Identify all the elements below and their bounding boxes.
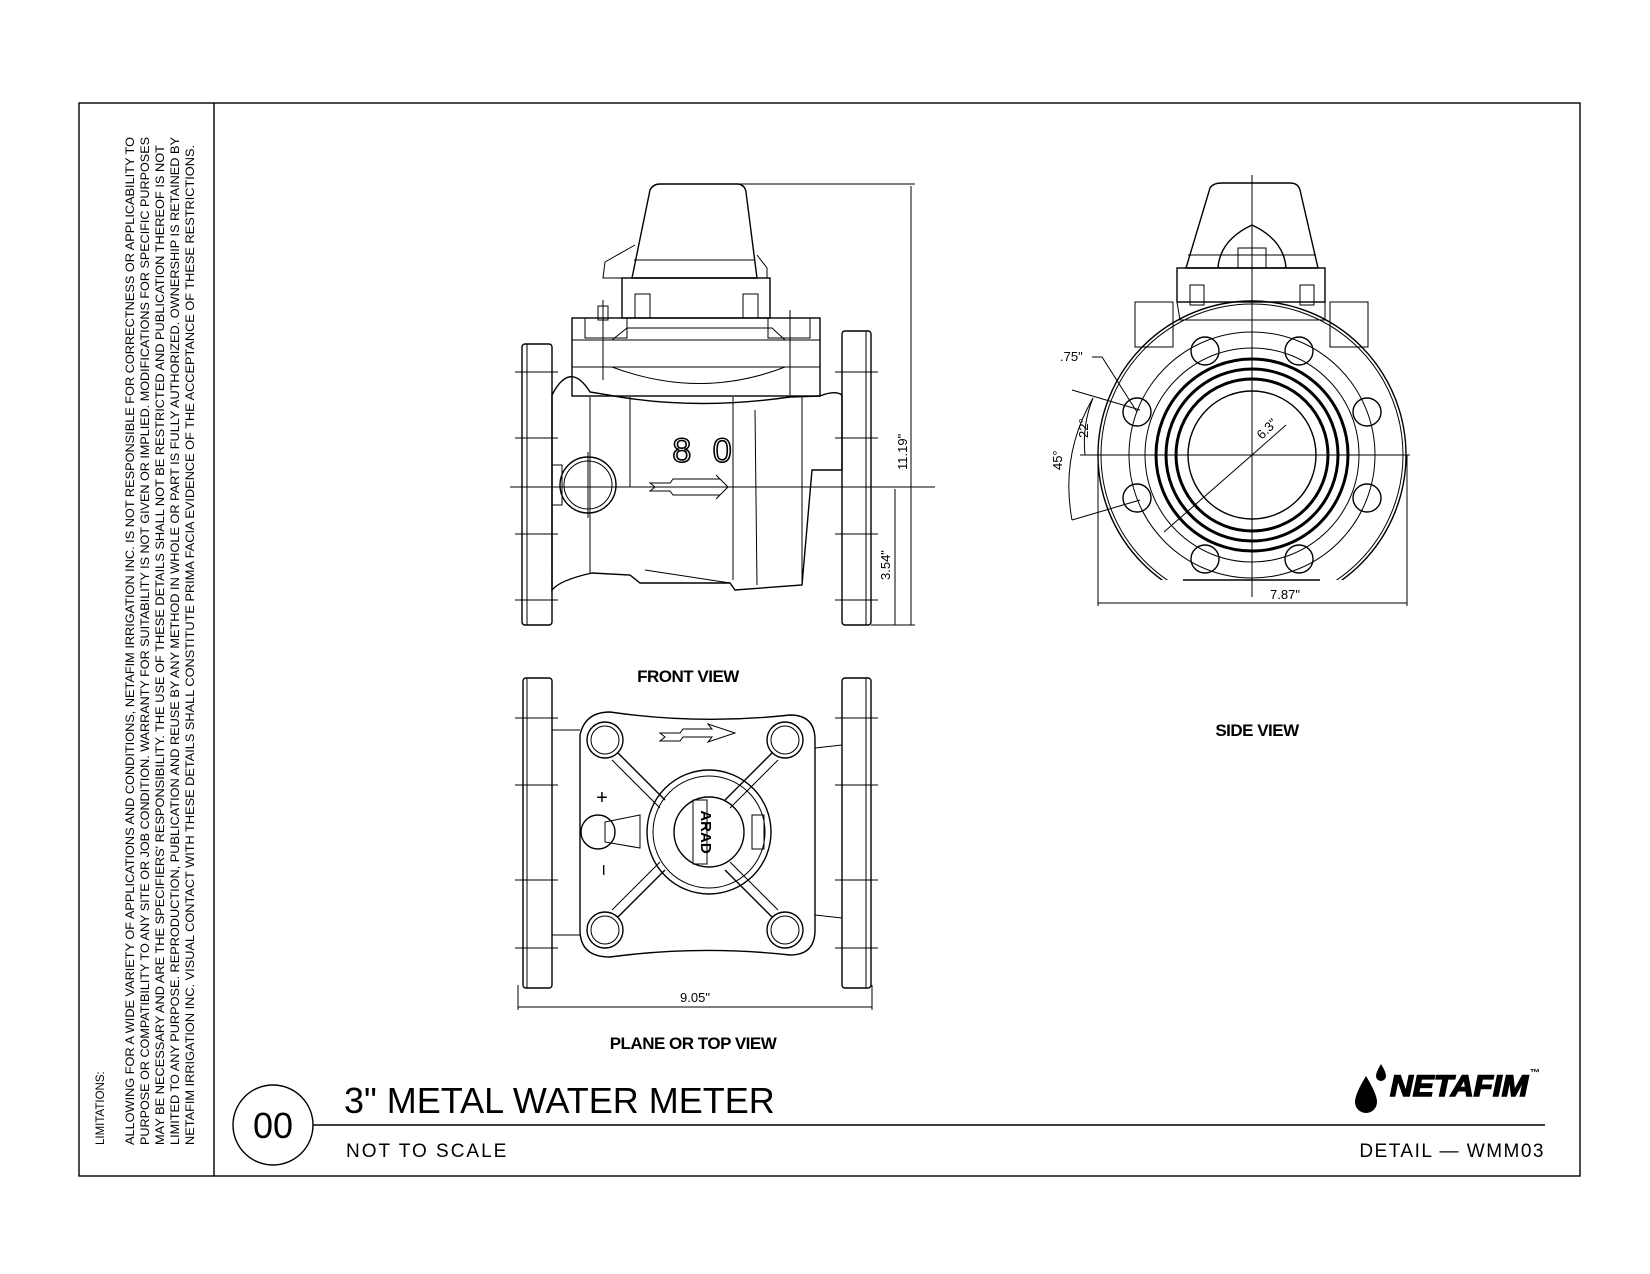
- dim-centerline-height: 3.54": [878, 550, 893, 580]
- dim-overall-length: 9.05": [680, 990, 710, 1005]
- dim-side-width: 7.87": [1270, 587, 1300, 602]
- plus-marking: +: [596, 787, 608, 809]
- logo-wordmark: NETAFIM: [1390, 1070, 1529, 1103]
- logo-trademark: ™: [1530, 1068, 1540, 1079]
- dim-bolt-hole: .75": [1060, 349, 1083, 364]
- top-view-label: PLANE OR TOP VIEW: [610, 1034, 778, 1053]
- limitations-line: PURPOSE OR COMPATIBILITY TO ANY SITE OR …: [140, 137, 152, 1145]
- dim-angle-45: 45°: [1050, 450, 1065, 470]
- limitations-line: MAY BE NECESSARY AND ARE THE SPECIFIERS'…: [155, 145, 167, 1145]
- top-view-drawing: [515, 677, 878, 1010]
- detail-reference: DETAIL — WMM03: [1359, 1141, 1545, 1162]
- dim-angle-22: 22°: [1076, 418, 1091, 438]
- limitations-line: LIMITED TO ANY PURPOSE. REPRODUCTION, PU…: [170, 137, 182, 1145]
- limitations-line: ALLOWING FOR A WIDE VARIETY OF APPLICATI…: [125, 137, 137, 1145]
- body-size-marking: 8 0: [672, 432, 737, 470]
- netafim-logo: NETAFIM ™: [1355, 1064, 1540, 1113]
- front-view-drawing: [510, 183, 935, 626]
- limitations-heading: LIMITATIONS:: [95, 1071, 107, 1145]
- dim-overall-height: 11.19": [895, 433, 910, 470]
- water-drop-icon: [1355, 1076, 1377, 1113]
- detail-number: 00: [253, 1105, 293, 1146]
- dim-bolt-circle: 6.3": [1254, 415, 1281, 442]
- scale-note: NOT TO SCALE: [346, 1141, 508, 1162]
- register-brand: ARAD: [697, 810, 714, 853]
- sheet-border: [78, 102, 1581, 1177]
- limitations-block: LIMITATIONS: ALLOWING FOR A WIDE VARIETY…: [95, 137, 197, 1145]
- side-view-label: SIDE VIEW: [1215, 721, 1300, 740]
- limitations-line: NETAFIM IRRIGATION INC. VISUAL CONTACT W…: [185, 145, 197, 1145]
- front-view-label: FRONT VIEW: [637, 667, 740, 686]
- side-view-drawing: [1068, 175, 1410, 606]
- minus-marking: −: [592, 864, 614, 876]
- drawing-title: 3" METAL WATER METER: [344, 1080, 775, 1121]
- small-drop-icon: [1376, 1064, 1386, 1081]
